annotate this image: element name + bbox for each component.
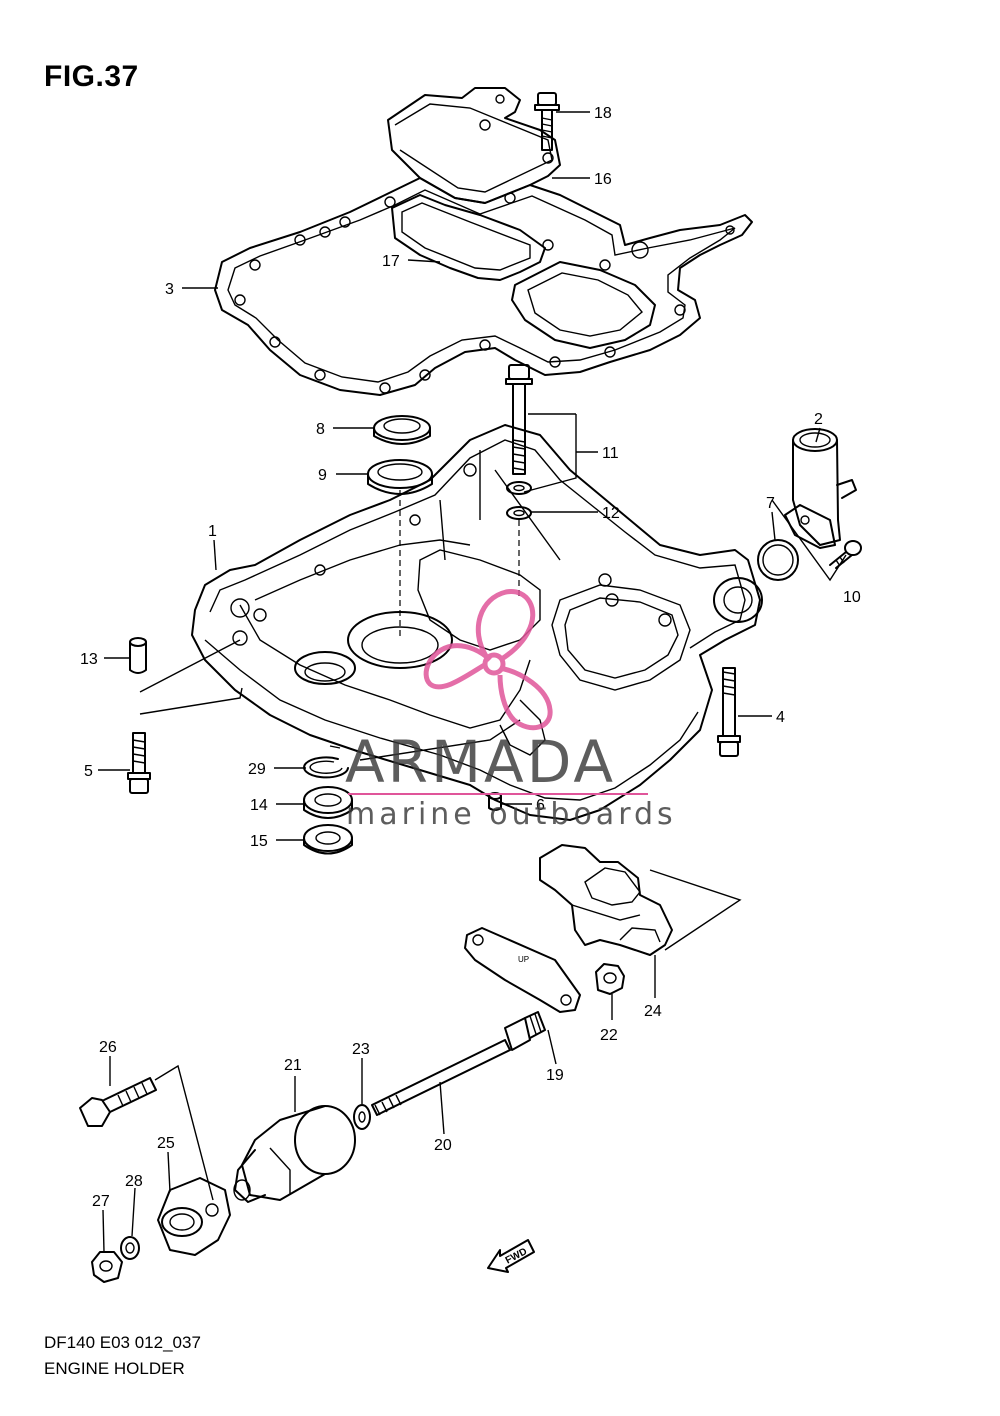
- diagram-code: DF140 E03 012_037: [44, 1333, 201, 1352]
- part-26-bolt: [79, 1077, 157, 1127]
- watermark-brand: ARMADA: [345, 728, 616, 796]
- callout-17: 17: [382, 253, 400, 270]
- callout-16: 16: [594, 171, 612, 188]
- callout-29: 29: [248, 761, 266, 778]
- callout-6: 6: [536, 797, 545, 814]
- callout-25: 25: [157, 1135, 175, 1152]
- reference-lines: [139, 413, 847, 1201]
- callout-26: 26: [99, 1039, 117, 1056]
- part-21-rubber-mount: [233, 1105, 356, 1203]
- callout-leaders: [98, 111, 821, 1253]
- callout-4: 4: [776, 709, 785, 726]
- callout-7: 7: [766, 495, 775, 512]
- callout-24: 24: [644, 1003, 662, 1020]
- part-22-nut: [595, 963, 625, 995]
- callout-22: 22: [600, 1027, 618, 1044]
- watermark-tagline: marine outboards: [346, 797, 677, 832]
- part-9-oil-seal: [367, 459, 433, 495]
- part-13-dowel-pin: [129, 637, 147, 674]
- figure-title: FIG.37: [44, 60, 139, 93]
- part-7-o-ring: [757, 539, 799, 581]
- callout-27: 27: [92, 1193, 110, 1210]
- diagram-name: ENGINE HOLDER: [44, 1359, 185, 1378]
- callout-21: 21: [284, 1057, 302, 1074]
- callout-8: 8: [316, 421, 325, 438]
- part-20-stud-bolt: [371, 1011, 546, 1116]
- armada-watermark: ARMADA marine outboards: [345, 589, 677, 832]
- callout-15: 15: [250, 833, 268, 850]
- callout-10: 10: [843, 589, 861, 606]
- part-23-washer: [353, 1104, 371, 1130]
- part-4-bolt: [717, 667, 741, 757]
- callout-14: 14: [250, 797, 268, 814]
- callout-11: 11: [602, 445, 619, 462]
- callout-5: 5: [84, 763, 93, 780]
- diagram-caption: DF140 E03 012_037 ENGINE HOLDER: [44, 1330, 201, 1382]
- part-1-engine-holder: [191, 424, 763, 821]
- callout-1: 1: [208, 523, 217, 540]
- part-25-mount-cup: [157, 1177, 231, 1256]
- callout-2: 2: [814, 411, 823, 428]
- part-3-gasket: [214, 177, 753, 396]
- fwd-arrow-icon: FWD: [487, 1239, 535, 1273]
- fwd-label: FWD: [504, 1246, 529, 1266]
- part-14-bearing: [303, 786, 353, 819]
- callout-9: 9: [318, 467, 327, 484]
- part-19-plate: UP: [464, 927, 581, 1013]
- callout-18: 18: [594, 105, 612, 122]
- callout-28: 28: [125, 1173, 143, 1190]
- part-2-water-outlet: [784, 428, 857, 549]
- gasket-up-mark: UP: [518, 955, 529, 964]
- part-18-bolt: [534, 92, 560, 151]
- part-15-oil-seal: [303, 824, 353, 855]
- part-27-nut: [91, 1251, 123, 1283]
- callout-13: 13: [80, 651, 98, 668]
- callout-20: 20: [434, 1137, 452, 1154]
- callout-labels: 18 16 17 3 8 9 11 12 2 7 10 1 13 4 5 29 …: [80, 105, 861, 1210]
- callout-12: 12: [602, 505, 620, 522]
- part-29-circlip: [303, 756, 349, 779]
- callout-3: 3: [165, 281, 174, 298]
- propeller-logo-icon: [423, 589, 553, 731]
- part-12-washers: [506, 481, 532, 520]
- callout-19: 19: [546, 1067, 564, 1084]
- part-24-mount-bracket: [539, 844, 673, 956]
- callout-23: 23: [352, 1041, 370, 1058]
- part-8-oil-seal: [373, 415, 431, 445]
- part-11-long-bolt: [505, 364, 533, 475]
- part-28-washer: [120, 1236, 140, 1260]
- part-5-bolt: [127, 732, 151, 794]
